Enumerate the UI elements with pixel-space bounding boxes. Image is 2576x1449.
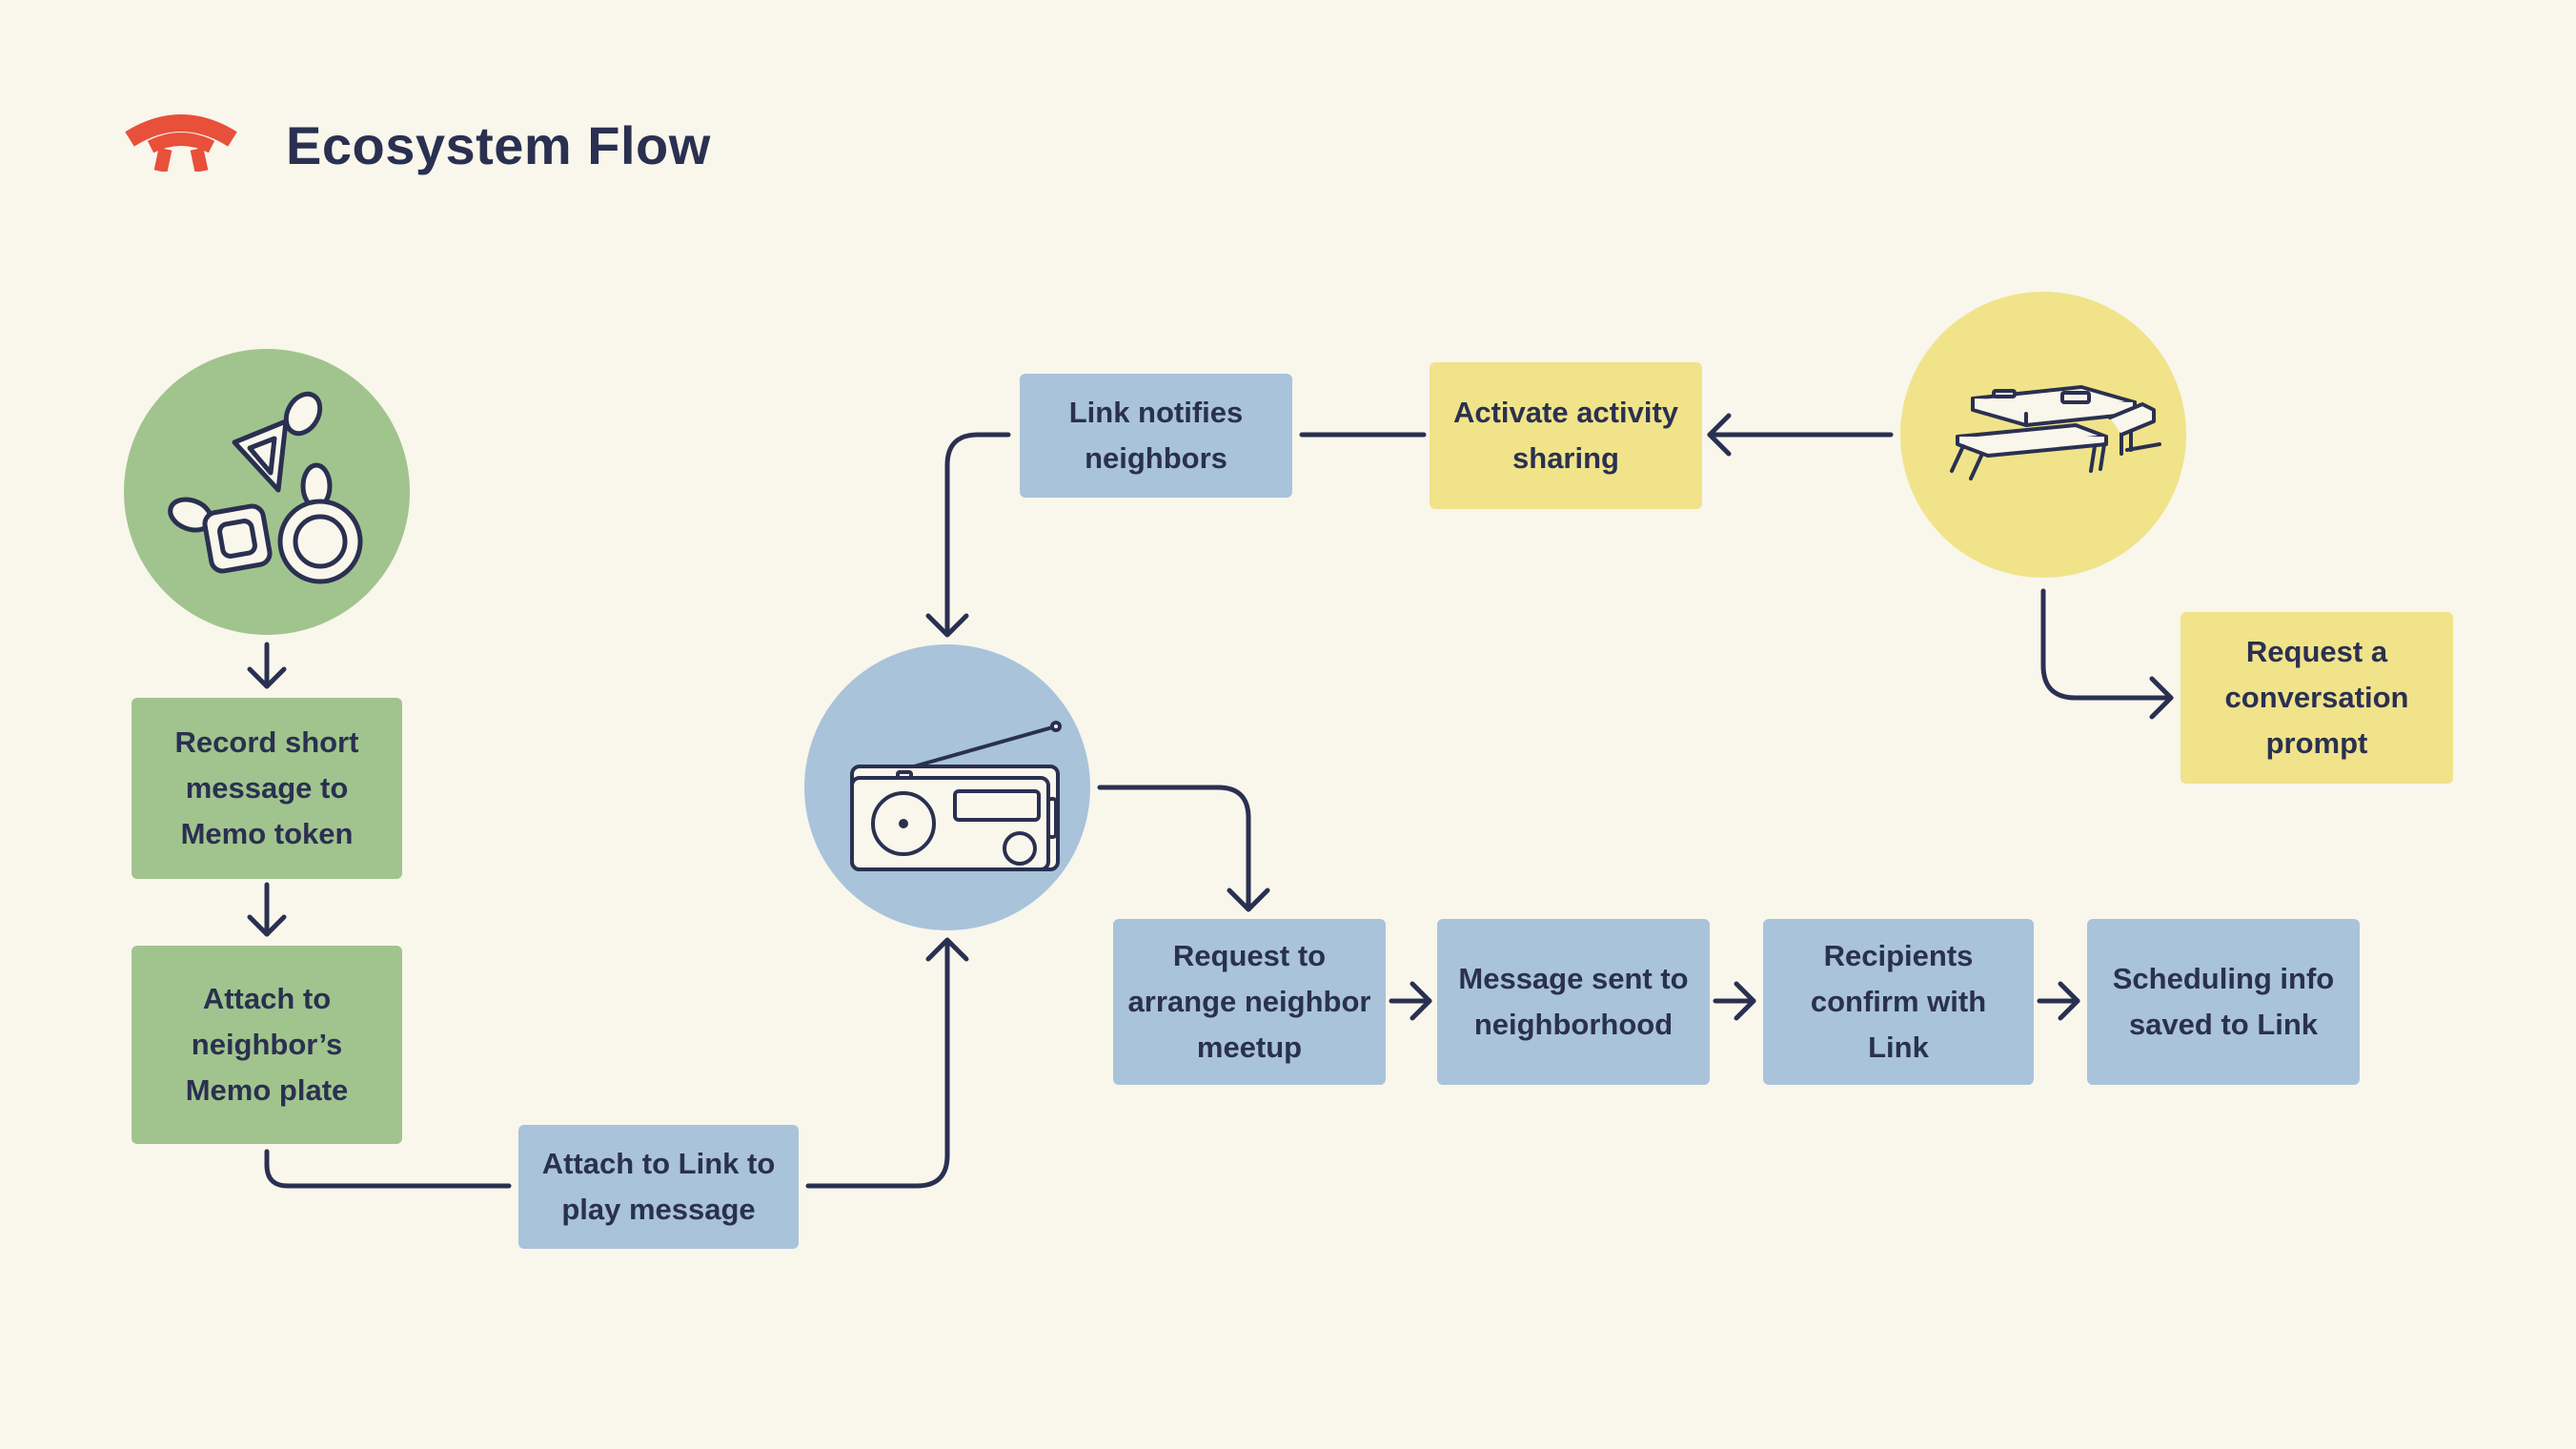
picnic-table-circle (1900, 292, 2186, 578)
link-radio-circle (804, 644, 1090, 930)
memo-tokens-icon (168, 391, 363, 584)
page-title: Ecosystem Flow (286, 115, 711, 175)
memo-tokens-circle (124, 349, 410, 635)
step-recipients-confirm: Recipients confirm with Link (1763, 919, 2034, 1085)
picnic-table-icon (1950, 385, 2161, 480)
step-request-meetup: Request to arrange neighbor meetup (1113, 919, 1386, 1085)
step-request-prompt: Request a conversation prompt (2180, 612, 2453, 784)
step-scheduling-saved: Scheduling info saved to Link (2087, 919, 2360, 1085)
step-link-notifies: Link notifies neighbors (1020, 374, 1292, 498)
step-attach-to-link: Attach to Link to play message (518, 1125, 799, 1249)
link-arch-logo-icon (122, 111, 240, 176)
step-activate-sharing: Activate activity sharing (1430, 362, 1702, 509)
step-message-sent: Message sent to neighborhood (1437, 919, 1710, 1085)
step-record-memo: Record short message to Memo token (132, 698, 402, 879)
link-radio-icon (850, 721, 1062, 871)
step-attach-memo-plate: Attach to neighbor’s Memo plate (132, 946, 402, 1144)
